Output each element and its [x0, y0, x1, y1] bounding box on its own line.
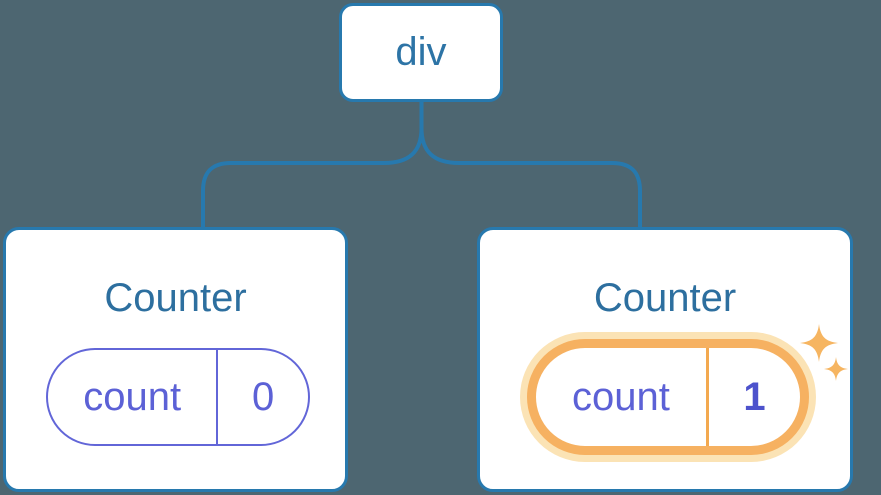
tree-root-node: div — [339, 3, 503, 102]
state-key-label: count — [536, 348, 709, 446]
component-title: Counter — [104, 276, 247, 320]
counter-card-left: Counter count 0 — [3, 227, 348, 492]
state-key-label: count — [48, 350, 219, 444]
sparkle-star-icon — [824, 357, 848, 381]
root-node-label: div — [395, 30, 447, 74]
state-value: 1 — [743, 374, 766, 419]
sparkles-icon — [800, 324, 856, 388]
state-value: 0 — [252, 374, 275, 419]
counter-card-right: Counter count 1 — [477, 227, 853, 492]
state-pill: count 0 — [46, 348, 310, 446]
connector-branch-right — [419, 101, 642, 228]
connector-branch-left — [201, 101, 424, 228]
sparkle-star-icon — [800, 324, 838, 362]
component-title: Counter — [593, 276, 737, 320]
state-pill-highlighted: count 1 — [527, 339, 809, 455]
